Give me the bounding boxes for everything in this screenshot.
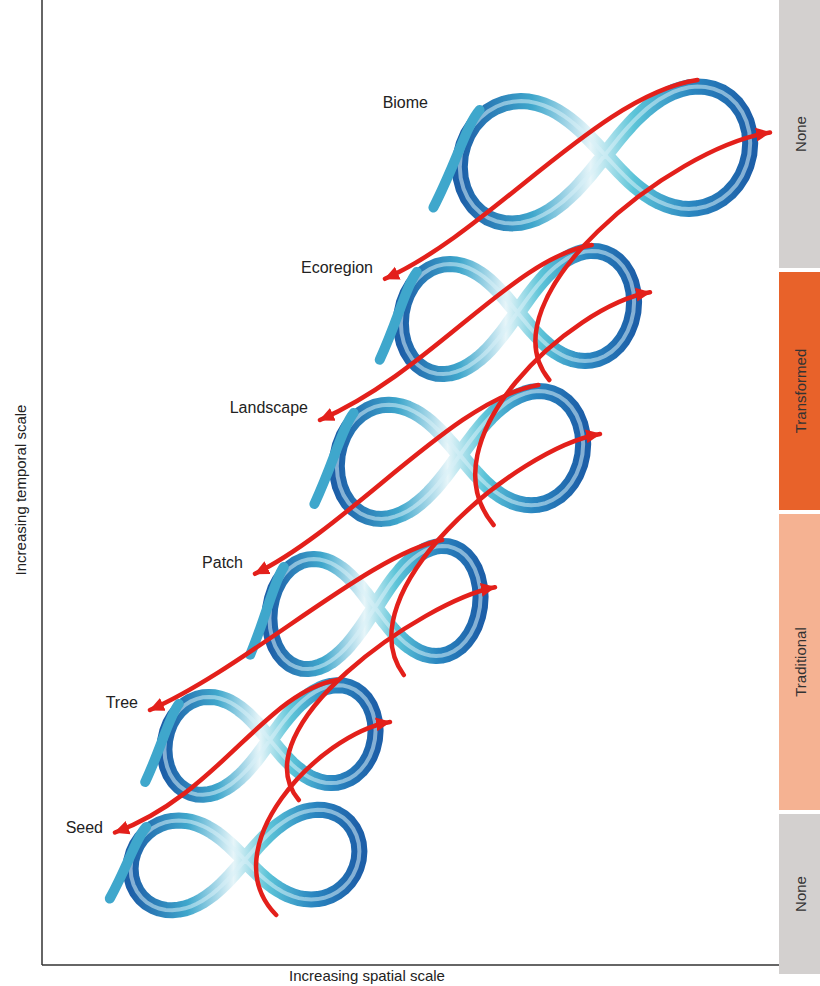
scale-level: Landscape — [320, 385, 600, 525]
ribbon-tail — [145, 704, 179, 782]
scale-level: Tree — [150, 680, 390, 800]
feedback-arrow — [287, 587, 495, 800]
y-axis — [41, 0, 43, 965]
ribbon-tail — [433, 110, 479, 208]
ribbon-tail — [380, 272, 417, 360]
feedback-arrow — [535, 133, 770, 381]
feedback-arrow — [150, 540, 442, 710]
ribbon-tail — [110, 827, 146, 899]
category-band: None — [779, 0, 820, 268]
feedback-arrow — [256, 722, 390, 915]
level-label: Seed — [66, 819, 103, 837]
feedback-arrow — [391, 434, 600, 675]
feedback-arrow — [475, 292, 650, 525]
scale-level: Seed — [115, 805, 375, 915]
scale-level: Biome — [440, 80, 770, 230]
ribbon-loop — [131, 810, 360, 910]
ribbon-highlight — [131, 810, 360, 910]
level-label: Landscape — [230, 399, 308, 417]
level-label: Patch — [202, 554, 243, 572]
scale-level: Patch — [255, 540, 495, 675]
x-axis — [42, 964, 779, 966]
feedback-arrow — [115, 680, 337, 833]
level-label: Ecoregion — [301, 259, 373, 277]
category-band: Transformed — [779, 272, 820, 510]
ribbon-tail — [314, 413, 353, 504]
band-label: None — [791, 876, 808, 912]
category-band: Traditional — [779, 514, 820, 810]
band-label: Traditional — [791, 627, 808, 696]
band-label: None — [791, 116, 808, 152]
ribbon-group — [110, 87, 750, 911]
band-label: Transformed — [791, 349, 808, 433]
level-label: Biome — [383, 94, 428, 112]
axis-label: Increasing temporal scale — [12, 405, 29, 576]
scale-level: Ecoregion — [385, 245, 650, 380]
feedback-arrow — [385, 80, 697, 279]
axis-label: Increasing spatial scale — [289, 967, 445, 984]
level-label: Tree — [106, 694, 138, 712]
category-band: None — [779, 814, 820, 974]
